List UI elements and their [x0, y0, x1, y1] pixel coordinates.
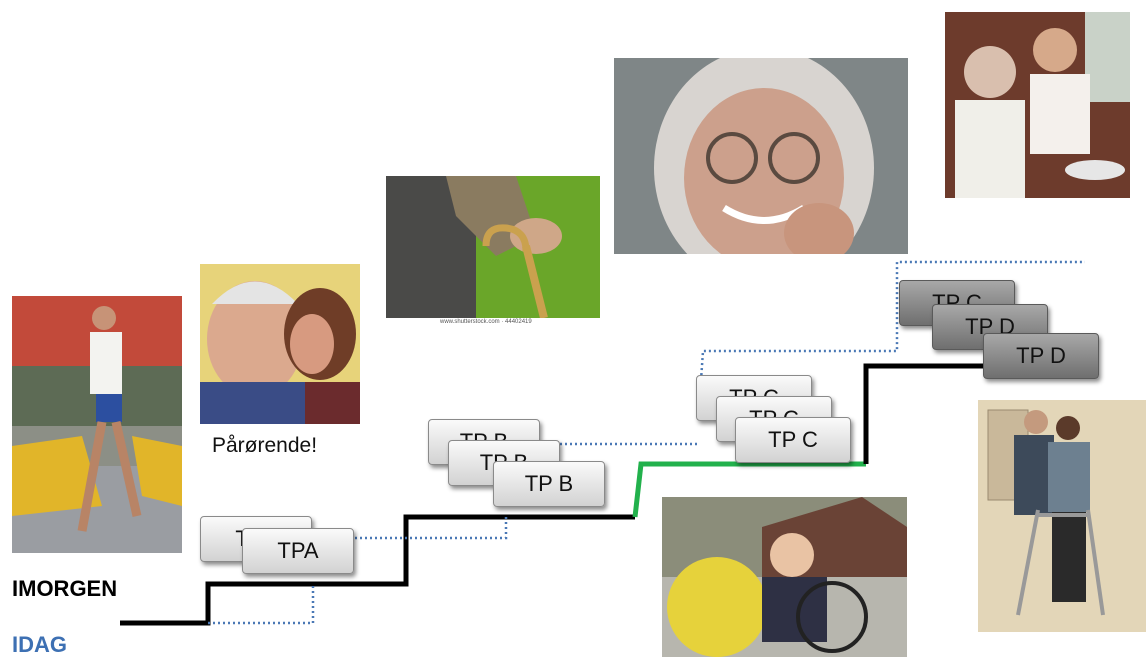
tp-box-tpc-3: TP C: [735, 417, 851, 463]
photo-elderly-couple: [200, 264, 360, 424]
label-parorende: Pårørende!: [212, 434, 318, 457]
photo-runner: [12, 296, 182, 553]
tp-box-tpb-3: TP B: [493, 461, 605, 507]
label-idag: IDAG: [12, 632, 67, 657]
label-imorgen: IMORGEN: [12, 576, 118, 601]
staircase-highlight: [632, 461, 866, 518]
photo-walker-assist: [978, 400, 1146, 632]
photo-cane-hands: [386, 176, 600, 318]
watermark-text: www.shutterstock.com · 44402419: [440, 319, 532, 325]
dotted-line-tpa: [208, 584, 315, 625]
staircase-line: [120, 514, 635, 626]
dotted-line-tpb-left: [355, 517, 508, 540]
photo-child-wheelchair: [662, 497, 907, 657]
photo-caregiver-feeding: [945, 12, 1130, 198]
staircase-line-top: [863, 363, 985, 464]
tp-box-tpd-2: TP D: [983, 333, 1099, 379]
photo-smiling-woman: [614, 58, 908, 254]
tp-box-tpa: TPA: [242, 528, 354, 574]
